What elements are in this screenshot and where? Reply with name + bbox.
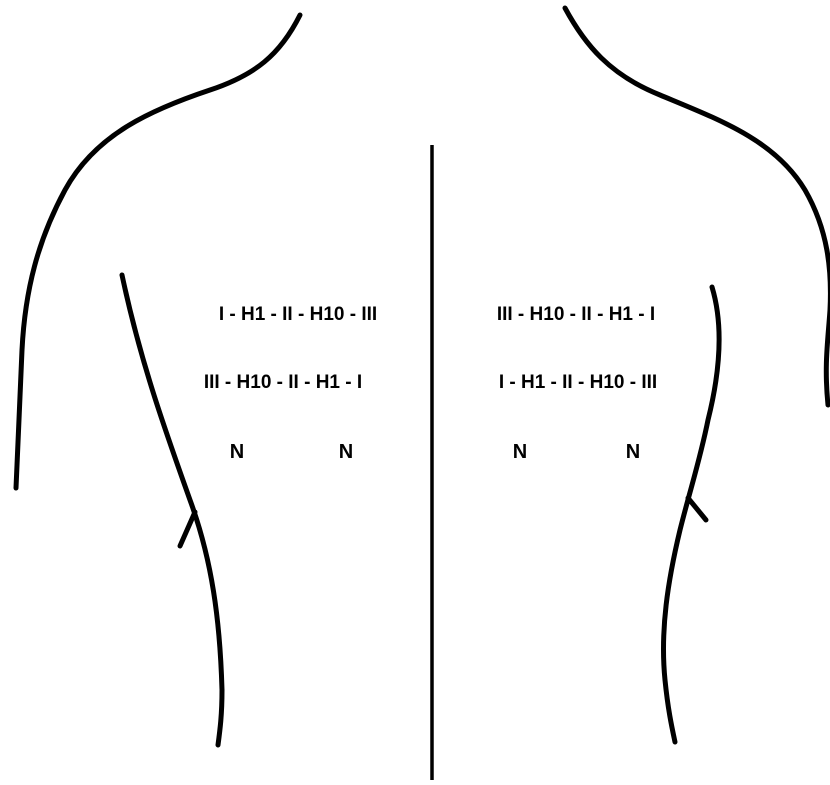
right-row2-label: I - H1 - II - H10 - III	[499, 372, 657, 393]
right-neck-shoulder-arm-outline	[565, 8, 830, 405]
right-n-label-2: N	[626, 441, 640, 463]
left-row2-label: III - H10 - II - H1 - I	[204, 372, 362, 393]
right-row1-label: III - H10 - II - H1 - I	[497, 304, 655, 325]
right-flank-notch	[688, 498, 706, 520]
left-flank-contour	[122, 275, 222, 745]
right-n-label-1: N	[513, 441, 527, 463]
left-n-label-2: N	[339, 441, 353, 463]
left-row1-label: I - H1 - II - H10 - III	[219, 304, 377, 325]
left-neck-shoulder-arm-outline	[16, 15, 300, 488]
right-flank-contour	[663, 287, 719, 742]
left-flank-notch	[180, 512, 195, 546]
left-n-label-1: N	[230, 441, 244, 463]
